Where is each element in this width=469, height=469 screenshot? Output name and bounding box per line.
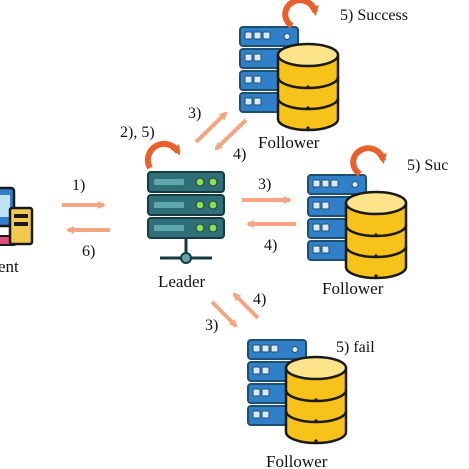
leader-server-icon: [147, 171, 225, 264]
follower-top-icon: [238, 25, 340, 132]
follower-bottom-result: 5) fail: [336, 339, 375, 356]
leader-label: Leader: [158, 272, 206, 291]
follower-top-result: 5) Success: [340, 7, 408, 24]
leader-top-arrows: 3) 4): [188, 105, 248, 163]
leader-right-arrows: 3) 4): [242, 176, 296, 254]
client-computer-icon: [0, 186, 34, 246]
leader-self-loop-icon: [144, 140, 181, 170]
follower-top-label: Follower: [258, 133, 320, 152]
edge-label-4-bottom: 4): [253, 291, 266, 308]
follower-top-self-loop-icon: [282, 0, 319, 29]
arrow-top-to-leader: [214, 118, 248, 151]
follower-top-node: 5) Success Follower: [238, 0, 408, 152]
edge-label-6: 6): [82, 243, 95, 260]
edge-label-3-bottom: 3): [205, 317, 218, 334]
leader-self-step-label: 2), 5): [120, 124, 155, 141]
edge-label-3-top: 3): [188, 105, 201, 122]
client-leader-arrows: 1) 6): [62, 177, 110, 260]
edge-label-4-right: 4): [264, 237, 277, 254]
follower-bottom-icon: [246, 338, 348, 445]
follower-right-self-loop-icon: [350, 145, 387, 177]
follower-bottom-label: Follower: [266, 452, 328, 469]
edge-label-3-right: 3): [258, 176, 271, 193]
arrow-bottom-to-leader: [232, 292, 260, 320]
client-node: ent: [0, 186, 34, 276]
client-label: ent: [0, 257, 19, 276]
follower-right-icon: [306, 173, 408, 280]
follower-right-node: 5) Suc Follower: [306, 145, 448, 298]
follower-right-result: 5) Suc: [407, 157, 448, 174]
arrow-leader-to-top: [194, 111, 228, 144]
edge-label-1: 1): [72, 177, 85, 194]
leader-node: 2), 5) Leader: [120, 124, 225, 291]
leader-bottom-arrows: 3) 4): [205, 291, 266, 334]
edge-label-4-top: 4): [233, 146, 246, 163]
follower-bottom-node: 5) fail Follower: [246, 338, 375, 469]
follower-right-label: Follower: [322, 279, 384, 298]
arrow-leader-to-bottom: [210, 300, 238, 328]
